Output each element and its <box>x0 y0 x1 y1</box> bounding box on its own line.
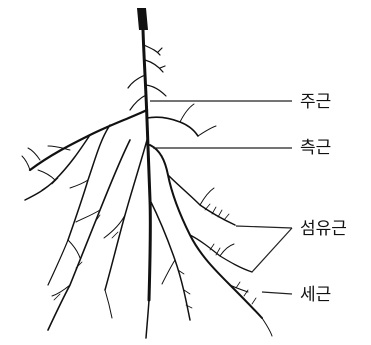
stem-base <box>137 8 148 30</box>
leader-fibrous-root-2 <box>252 228 292 272</box>
main-root-label: 주근 <box>300 94 331 111</box>
main-root <box>143 30 150 338</box>
left-lateral-roots <box>22 110 147 330</box>
fibrous-root-label: 섬유근 <box>300 221 347 238</box>
fine-root-label: 세근 <box>300 287 331 304</box>
leader-fine-root <box>262 292 292 294</box>
leader-lines <box>150 101 292 294</box>
leader-fibrous-root-1 <box>236 226 292 228</box>
right-lateral-roots <box>147 104 272 336</box>
lateral-root-label: 측근 <box>300 140 331 157</box>
